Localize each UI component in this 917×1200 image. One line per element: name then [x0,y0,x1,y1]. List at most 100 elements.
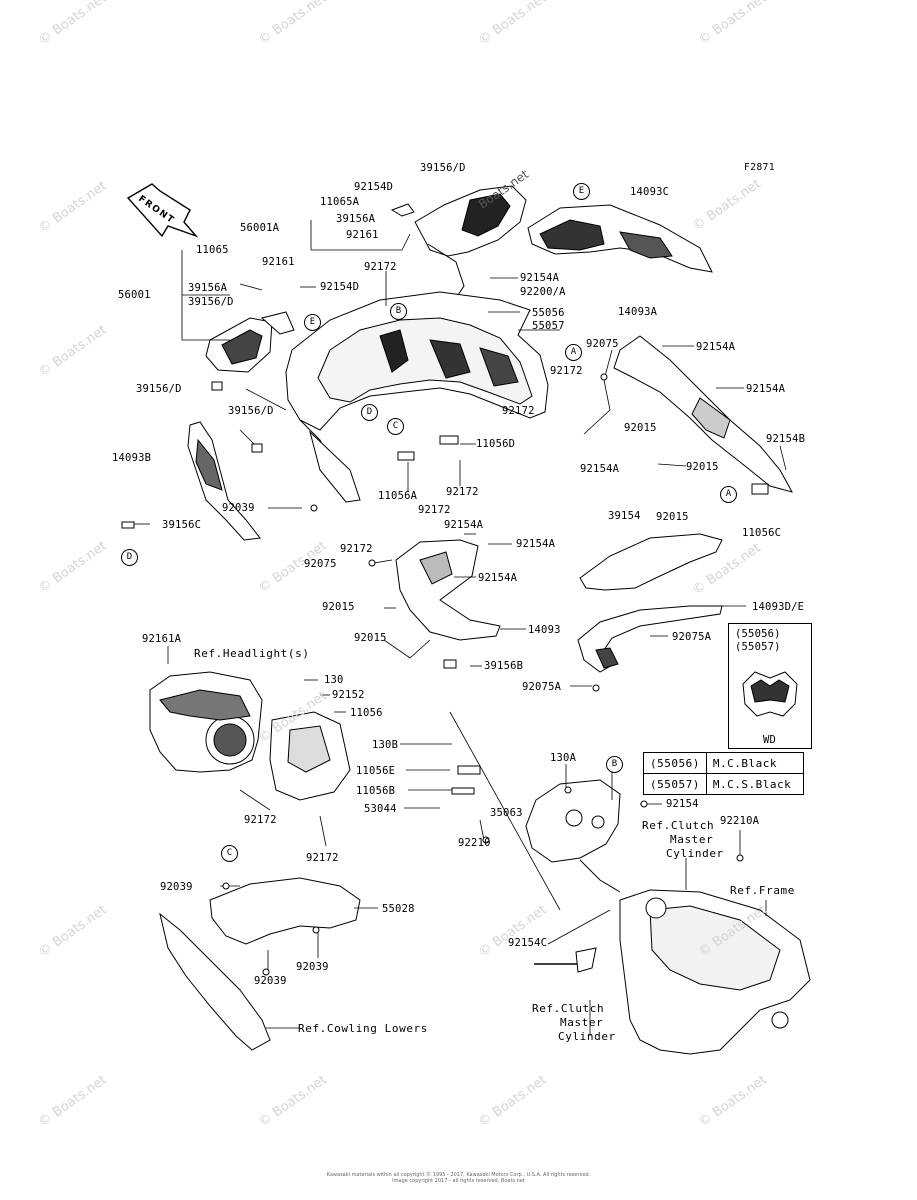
color-code-cell: (55056) [643,752,707,774]
part-label: 92161 [262,256,295,268]
part-label: 92172 [418,504,451,516]
part-label: 92200/A [520,286,566,298]
part-label: 14093C [630,186,670,198]
leader-lines [134,220,787,1036]
part-label: 92075 [304,558,337,570]
hardware-parts [121,373,769,976]
part-label: 39156/D [188,296,234,308]
part-label: 92075A [522,681,562,693]
part-label: 14093B [112,452,152,464]
color-table-row: (55056) M.C.Black [643,752,804,774]
part-label: 92015 [624,422,657,434]
part-label: 92172 [550,365,583,377]
part-label: 92039 [296,961,329,973]
part-label: 55056 [532,307,565,319]
ref-clutch-master-top-1: Ref.Clutch [642,819,715,832]
frame-assembly [619,889,811,1055]
headlight-unit [149,671,263,773]
part-label: 92039 [222,502,255,514]
copyright-line-2: Image copyright 2017 - all rights reserv… [392,1178,525,1184]
wd-header-2: (55057) [735,641,781,653]
part-label: 14093D/E [752,601,805,613]
color-name-cell: M.C.S.Black [705,773,804,795]
part-label: 92075A [672,631,712,643]
part-label: 92154A [580,463,620,475]
part-label: 92154B [766,433,806,445]
ref-clutch-master-bottom-3: Cylinder [558,1030,616,1043]
main-upper-cowl [285,291,549,503]
part-label: 11056D [476,438,516,450]
left-mirror [205,311,295,373]
windshield-part [390,185,527,299]
callout-C: C [221,845,238,862]
part-label: 92161A [142,633,182,645]
part-label: 92015 [656,511,689,523]
part-label: 92172 [244,814,277,826]
part-label: 56001A [240,222,280,234]
part-label: 39156/D [228,405,274,417]
part-label: 92154A [444,519,484,531]
ref-clutch-master-bottom-1: Ref.Clutch [532,1002,605,1015]
part-label: 92172 [364,261,397,273]
callout-A: A [720,486,737,503]
inner-panel-14093 [395,539,501,641]
part-label: 14093A [618,306,658,318]
part-label: 39156A [336,213,376,225]
part-label: 130B [372,739,399,751]
part-label: 11056 [350,707,383,719]
front-arrow [126,183,199,238]
figure-code: F2871 [744,162,776,173]
part-label: 130A [550,752,577,764]
wd-cowl-illustration [742,671,798,717]
copyright-line-1: Kawasaki materials within all copyright … [326,1172,591,1178]
part-label: 92172 [306,852,339,864]
stay-35063 [525,779,621,893]
upper-cowl-14093C [527,204,713,273]
wd-header-1: (55056) [735,628,781,640]
ref-cowling-lowers: Ref.Cowling Lowers [298,1022,429,1035]
callout-B: B [390,303,407,320]
part-label: 39156C [162,519,202,531]
callout-C: C [387,418,404,435]
part-label: 55028 [382,903,415,915]
part-label: 11056C [742,527,782,539]
part-label: 92015 [322,601,355,613]
part-label: 92154C [508,937,548,949]
part-label: 11056E [356,765,396,777]
ref-clutch-master-top-2: Master [670,833,714,846]
part-label: 92210A [720,815,760,827]
part-label: 11065A [320,196,360,208]
part-label: 130 [324,674,344,686]
part-label: 53044 [364,803,397,815]
part-label: 92154A [696,341,736,353]
ref-clutch-master-top-3: Cylinder [666,847,724,860]
part-label: 39156/D [136,383,182,395]
part-label: 92039 [160,881,193,893]
part-label: 56001 [118,289,151,301]
part-label: 92152 [332,689,365,701]
color-code-cell: (55057) [643,773,707,795]
part-label: 11065 [196,244,229,256]
part-label: 11056A [378,490,418,502]
part-label: 92154A [516,538,556,550]
color-table-row: (55057) M.C.S.Black [643,773,804,795]
callout-D: D [121,549,138,566]
lower-piece-14093DE [577,605,723,673]
part-label: 11056B [356,785,396,797]
bracket-11056 [269,711,351,801]
callout-A: A [565,344,582,361]
wd-inset-box: (55056) (55057) WD [728,623,812,749]
part-label: 92154 [666,798,699,810]
ref-clutch-master-bottom-2: Master [560,1016,604,1029]
part-label: 39156/D [420,162,466,174]
part-label: 92154D [354,181,394,193]
part-label: 39156A [188,282,228,294]
color-name-cell: M.C.Black [705,752,804,774]
color-table: (55056) M.C.Black (55057) M.C.S.Black [643,752,804,795]
part-label: 14093 [528,624,561,636]
part-label: 92015 [686,461,719,473]
part-label: 39154 [608,510,641,522]
side-cowl-14093B [187,421,261,541]
ref-frame: Ref.Frame [730,884,796,897]
copyright-footer: Kawasaki materials within all copyright … [300,1172,617,1184]
